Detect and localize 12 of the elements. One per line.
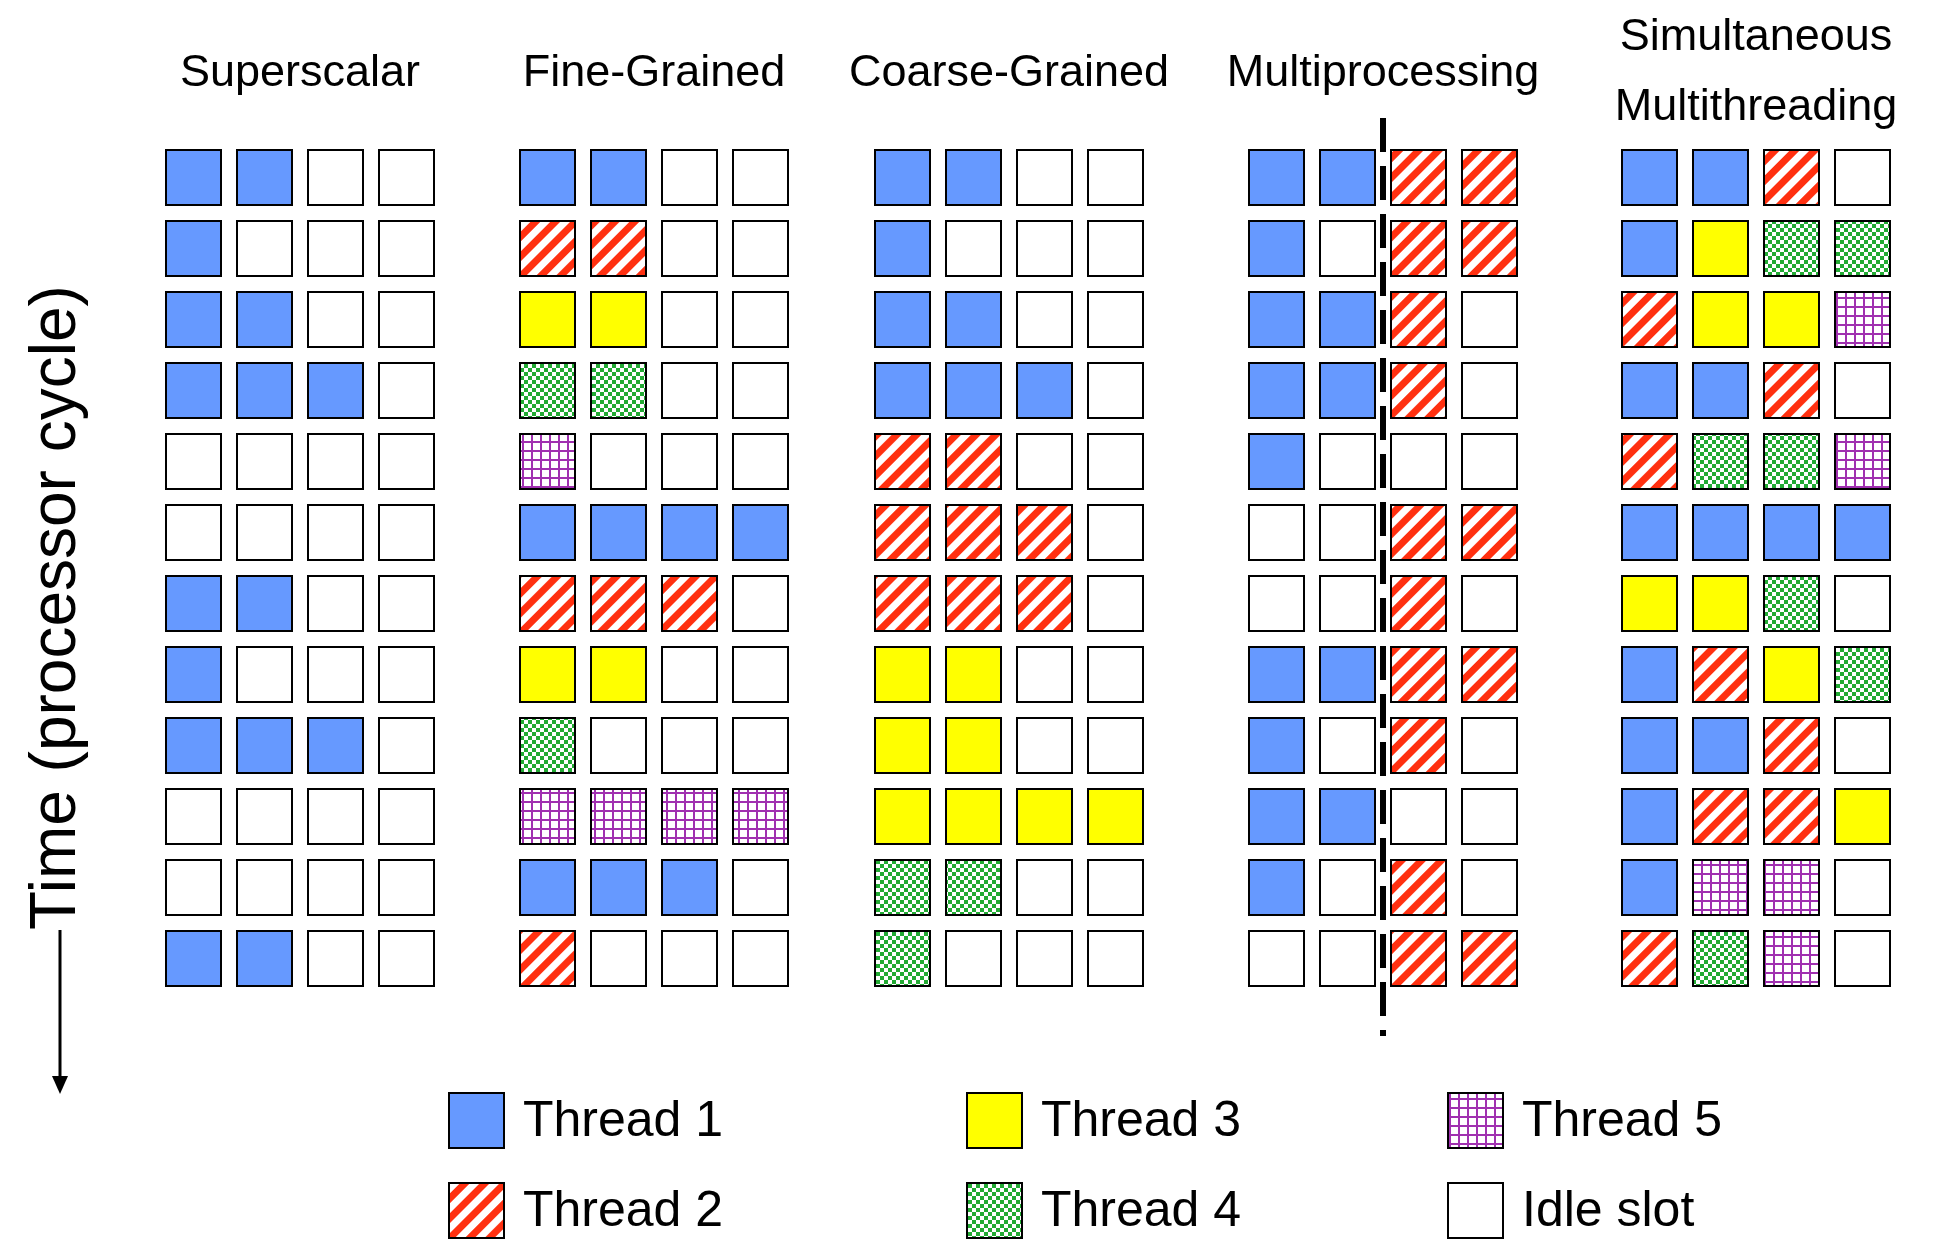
column-title: Coarse-Grained — [847, 44, 1171, 98]
legend-label: Thread 4 — [1041, 1180, 1242, 1239]
legend-label: Thread 2 — [523, 1180, 724, 1239]
legend-label: Thread 1 — [523, 1090, 724, 1149]
legend-label: Thread 3 — [1041, 1090, 1242, 1149]
column-title: Simultaneous Multithreading — [1613, 8, 1899, 132]
legend-label: Thread 5 — [1522, 1090, 1723, 1149]
column-title: Superscalar — [178, 44, 422, 98]
column-title: Multiprocessing — [1225, 44, 1541, 98]
column-title: Fine-Grained — [521, 44, 787, 98]
axis-label: Time (processor cycle) — [18, 285, 88, 930]
legend-label: Idle slot — [1522, 1180, 1695, 1239]
